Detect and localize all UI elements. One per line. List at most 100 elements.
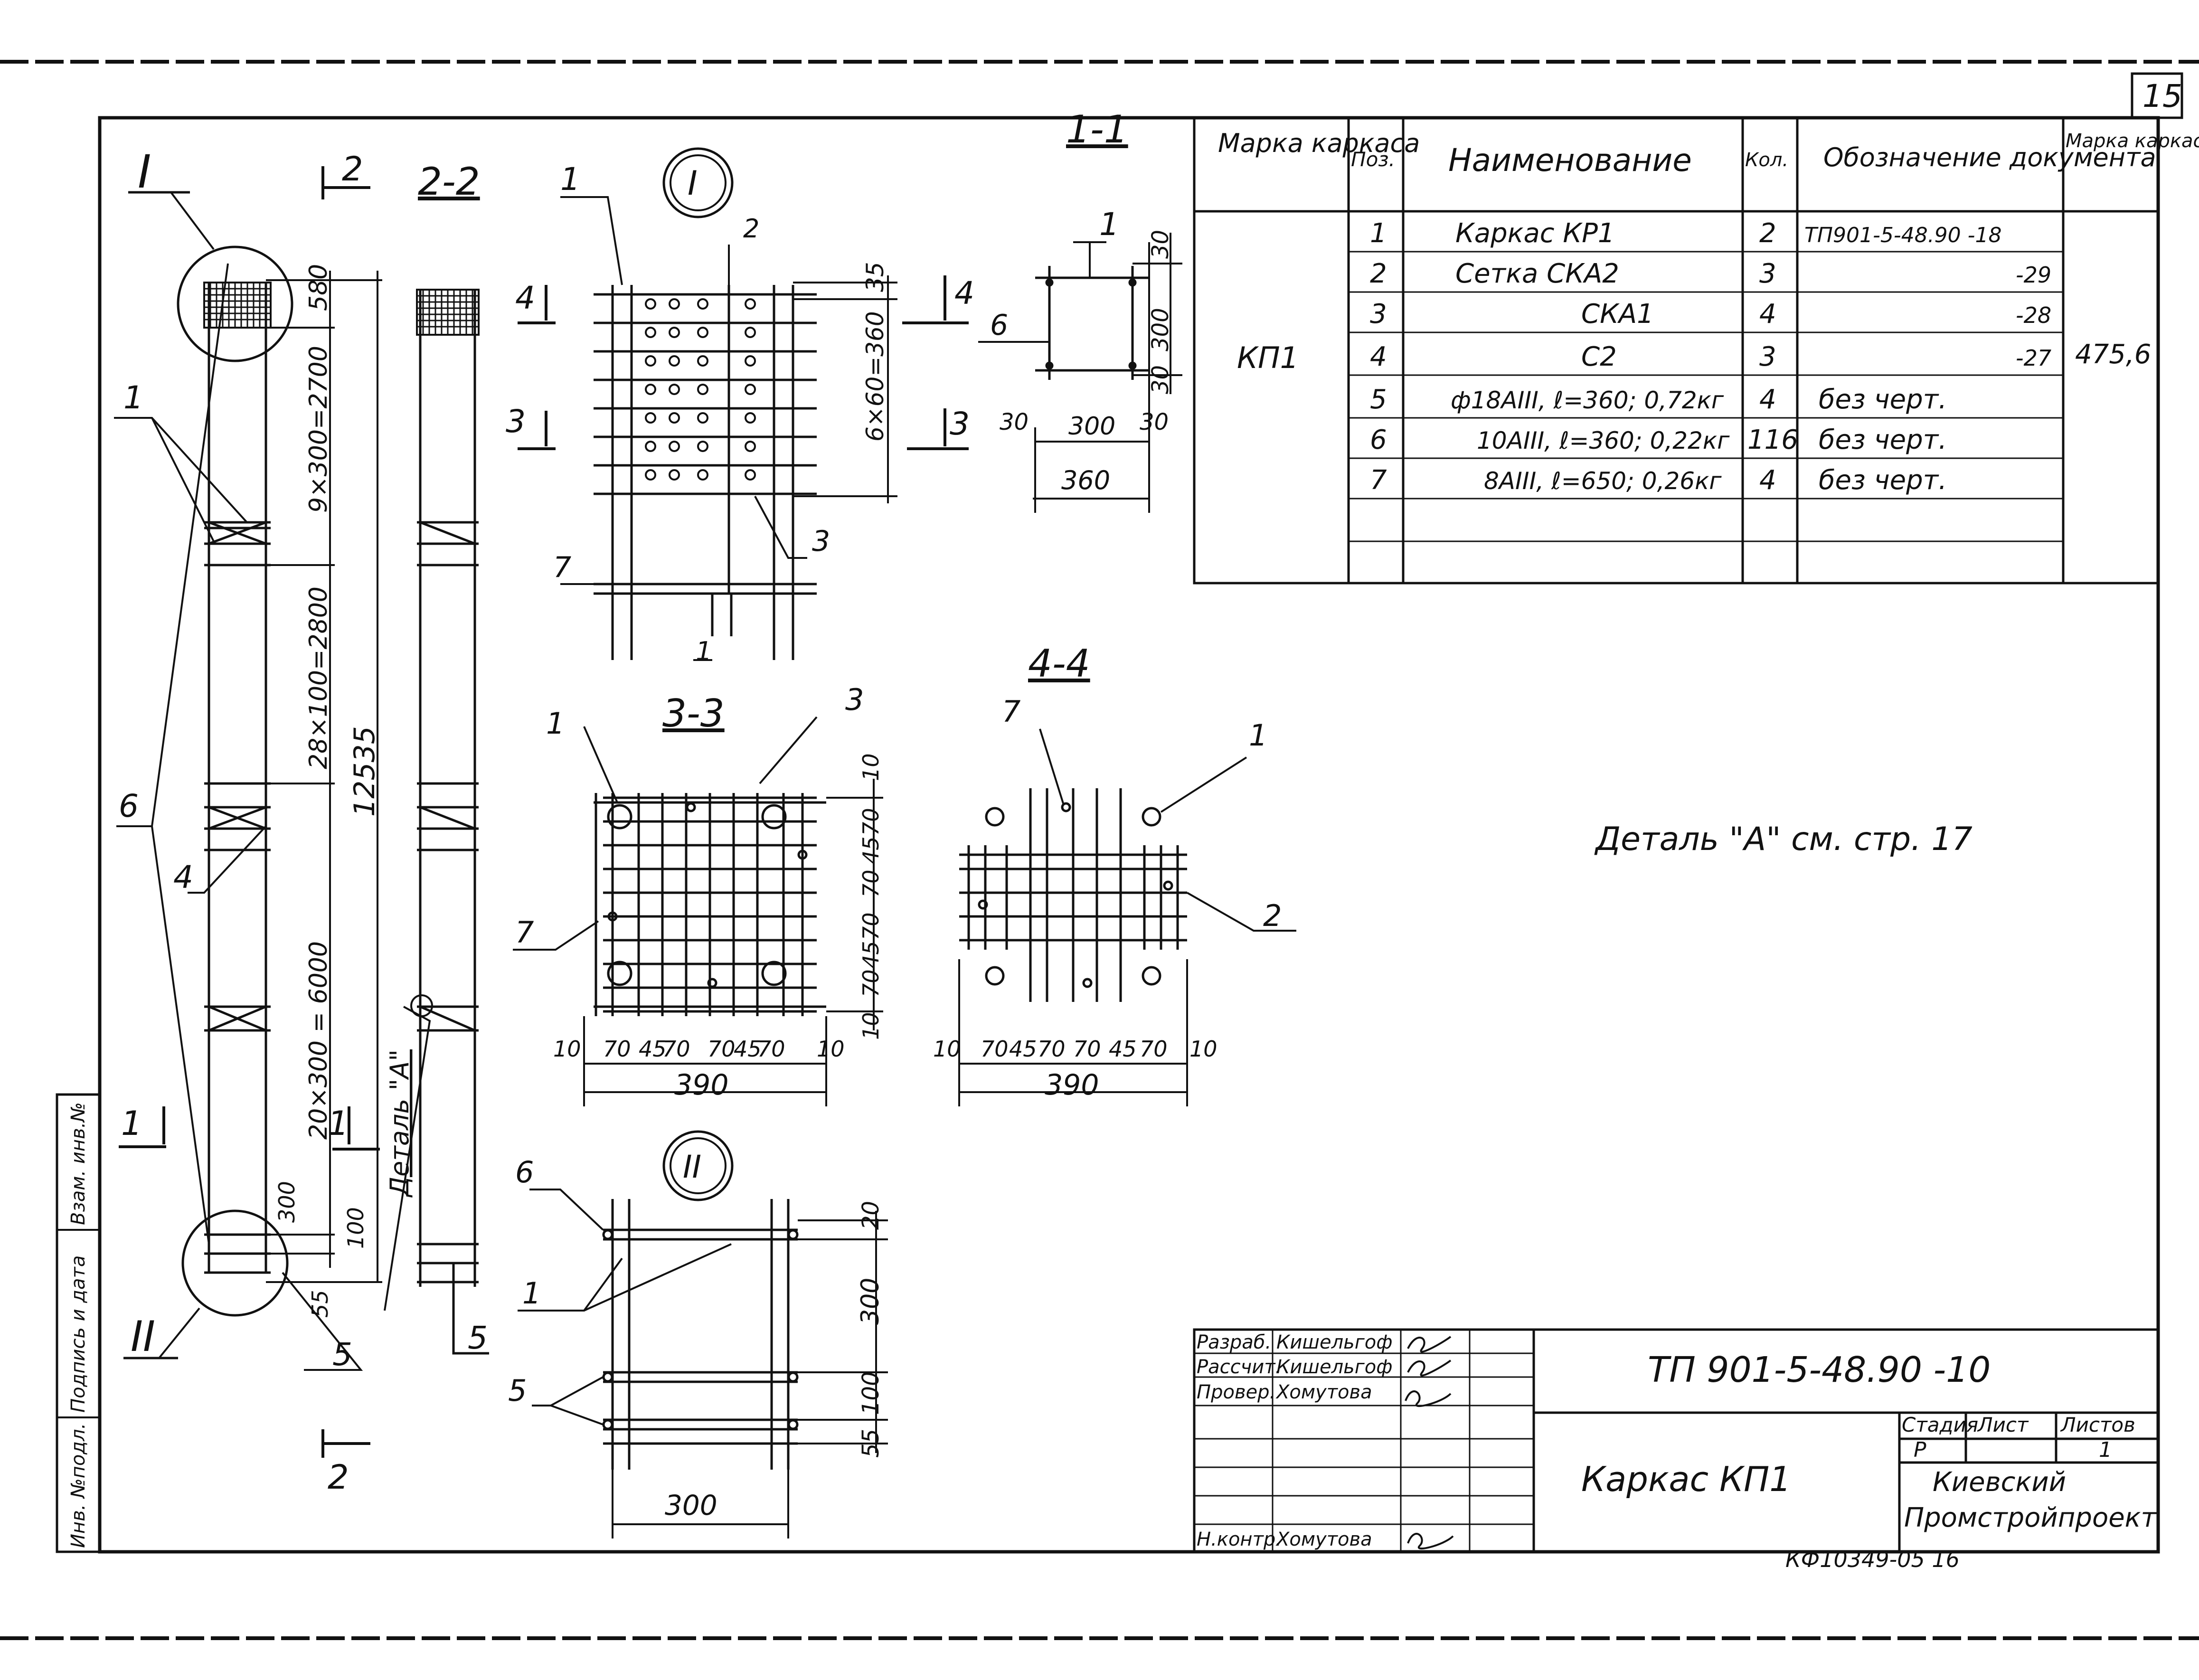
dim-30-top: 30 (1147, 230, 1174, 259)
spec-row: 2 Сетка СКА2 3 -29 (1370, 258, 2051, 289)
detail-I-label: I (688, 164, 698, 203)
sec-1-1-pos-1: 1 (1099, 206, 1119, 243)
sec-3-3-pos-3: 3 (845, 682, 864, 717)
dim-300-h: 300 (1068, 412, 1115, 441)
sec-4-4-total: 390 (1045, 1068, 1099, 1102)
drawing-frame (98, 116, 2160, 1554)
cut-mark-2-top (321, 166, 370, 199)
svg-text:С2: С2 (1581, 341, 1617, 372)
s33-dv-0: 10 (858, 753, 884, 781)
callout-II-label: II (131, 1312, 155, 1361)
s44-dh-7: 10 (1189, 1036, 1217, 1062)
dim-580: 580 (304, 264, 333, 311)
detail-I-marker (662, 147, 734, 218)
detail-II-label: II (683, 1149, 701, 1185)
signatures (1405, 1336, 1454, 1550)
tb-title: Каркас КП1 (1581, 1459, 1791, 1499)
s44-dh-2: 45 (1009, 1036, 1037, 1062)
s33-dh-0: 10 (553, 1036, 581, 1062)
dim-55-II: 55 (858, 1429, 884, 1458)
spec-row: 4 С2 3 -27 (1370, 341, 2051, 372)
elev-pos-5: 5 (332, 1336, 352, 1373)
s33-dv-1: 70 (858, 808, 884, 836)
dim-300-II-h: 300 (665, 1489, 717, 1521)
s33-dh-1: 70 (603, 1036, 631, 1062)
elev-pos-6: 6 (119, 788, 139, 824)
svg-text:-28: -28 (2016, 302, 2051, 328)
title-block: Разраб. Рассчит. Провер. Н.контр. Кишель… (1193, 1328, 2160, 1553)
svg-text:-29: -29 (2016, 262, 2051, 288)
detail-II-marker (662, 1130, 734, 1201)
view-2-2-pos-5: 5 (468, 1320, 488, 1356)
dim-30-right: 30 (1140, 409, 1169, 435)
s44-dh-0: 10 (933, 1036, 961, 1062)
svg-text:8АIII, ℓ=650; 0,26кг: 8АIII, ℓ=650; 0,26кг (1484, 467, 1722, 495)
cut-mark-2-bottom (321, 1429, 370, 1458)
spec-row: 5 ф18АIII, ℓ=360; 0,72кг 4 без черт. (1370, 384, 1947, 415)
tb-sheet-h: Лист (1977, 1413, 2029, 1436)
spec-row: 6 10АIII, ℓ=360; 0,22кг 116 без черт. (1370, 425, 1947, 455)
svg-text:2: 2 (1759, 218, 1776, 249)
s44-dh-3: 70 (1038, 1036, 1066, 1062)
dim-2800: 28×100=2800 (304, 586, 333, 769)
dim-6x60: 6×60=360 (861, 311, 889, 442)
spec-row: 1 Каркас КР1 2 ТП901-5-48.90 -18 (1370, 218, 2002, 249)
dim-360: 360 (1061, 465, 1110, 495)
section-3-3-h-dims: 10 70 45 70 70 45 70 10 (553, 1036, 845, 1062)
cut-1-right: 1 (328, 1104, 349, 1143)
s33-dh-3: 70 (662, 1036, 690, 1062)
det-II-pos-6: 6 (515, 1155, 534, 1189)
tb-role-2: Провер. (1197, 1381, 1275, 1403)
det-I-pos-1: 1 (560, 161, 580, 198)
svg-text:-27: -27 (2016, 345, 2051, 371)
svg-text:4: 4 (1759, 299, 1776, 330)
footer-code: КФ10349-05 16 (1785, 1547, 1960, 1572)
svg-text:4: 4 (1759, 384, 1776, 415)
cut-marks-4 (518, 275, 969, 324)
svg-text:5: 5 (1370, 384, 1387, 415)
s33-dv-2: 45 (858, 836, 884, 864)
sec-1-1-pos-6: 6 (990, 309, 1008, 342)
svg-text:без черт.: без черт. (1819, 465, 1947, 496)
th-qty: Кол. (1745, 149, 1788, 171)
section-4-4-h-dims: 10 70 45 70 70 45 70 10 (933, 1036, 1217, 1062)
svg-text:6: 6 (1370, 425, 1387, 455)
svg-text:1: 1 (1370, 218, 1387, 249)
section-3-3 (594, 793, 826, 1016)
svg-text:3: 3 (1370, 299, 1387, 330)
stamp-replace: Взам. инв.№ (67, 1102, 89, 1225)
s33-dv-6: 70 (858, 969, 884, 997)
dim-300-II-v: 300 (856, 1278, 885, 1325)
sec-4-4-pos-1: 1 (1249, 718, 1267, 753)
dim-55-bottom: 55 (307, 1290, 333, 1318)
dim-300-bottom: 300 (274, 1181, 300, 1223)
cut-mark-1-left (119, 1106, 166, 1148)
detail-II-dims (518, 1189, 888, 1538)
spec-mass: 475,6 (2075, 339, 2151, 370)
svg-text:ТП901-5-48.90 -18: ТП901-5-48.90 -18 (1804, 223, 2002, 247)
detail-II-cage (602, 1199, 799, 1470)
section-3-3-v-dims: 10 70 45 70 70 45 70 10 (858, 753, 884, 1040)
th-name: Наименование (1448, 142, 1692, 179)
th-mass: Марка каркаса кг (2066, 130, 2199, 152)
detail-I-dims (560, 196, 897, 661)
tb-stage-h: Стадия (1902, 1413, 1978, 1436)
detail-II-callout-circle (181, 1209, 289, 1317)
s33-dv-7: 10 (858, 1012, 884, 1040)
tb-name-3: Хомутова (1275, 1529, 1372, 1550)
dim-100-bottom: 100 (343, 1207, 368, 1249)
svg-text:Сетка СКА2: Сетка СКА2 (1455, 258, 1619, 289)
s33-dh-7: 10 (817, 1036, 845, 1062)
svg-text:3: 3 (1759, 341, 1776, 372)
cut-marks-3 (518, 408, 969, 450)
detail-I-callout-circle (177, 245, 293, 362)
elevation-leaders (114, 263, 363, 1371)
detail-I-bars-circles (645, 298, 756, 481)
dim-6000: 20×300 = 6000 (304, 941, 333, 1140)
dim-12535: 12535 (348, 726, 381, 817)
tb-role-3: Н.контр. (1197, 1529, 1282, 1550)
section-4-4-dims (958, 728, 1296, 1106)
cut-3-left: 3 (506, 403, 526, 440)
view-1-1-label: 1-1 (1066, 107, 1128, 151)
